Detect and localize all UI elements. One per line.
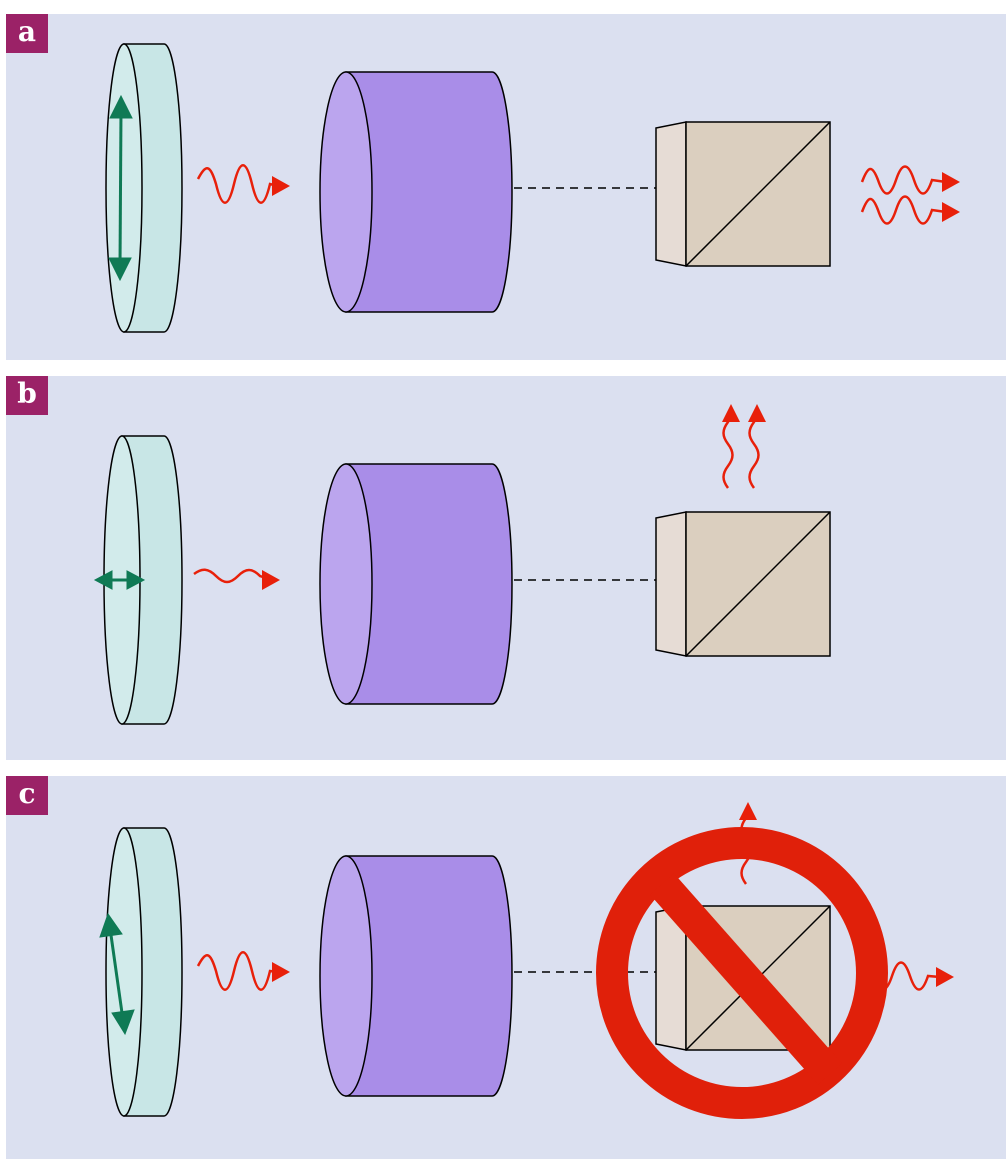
photon-wave-icon [748,404,766,489]
panel-c: c [6,776,1006,1159]
panel-label-a: a [6,14,48,53]
polarizing-beam-splitter-icon [655,121,831,267]
polarization-arrow-icon [99,912,135,1036]
polarizing-beam-splitter-icon [655,511,831,657]
photon-wave-icon [722,404,740,489]
waveplate-icon [105,827,183,1117]
photon-wave-icon [196,951,290,991]
crystal-icon [319,463,513,705]
polarization-arrow-icon [93,570,146,590]
panel-a: a [6,14,1006,360]
panel-label-c: c [6,776,48,815]
panel-a-diagram [105,43,960,333]
panel-b-diagram [93,404,831,725]
photon-wave-icon [196,164,290,204]
crystal-icon [319,71,513,313]
panel-label-b: b [6,376,48,415]
crystal-icon [319,855,513,1097]
photon-wave-icon [860,165,960,195]
prohibition-sign-icon [596,827,888,1119]
panel-b: b [6,376,1006,760]
waveplate-icon [105,43,183,333]
photon-wave-icon [860,195,960,225]
photon-wave-icon [193,568,280,590]
panel-c-diagram [99,802,954,1119]
polarization-arrow-icon [108,94,133,282]
